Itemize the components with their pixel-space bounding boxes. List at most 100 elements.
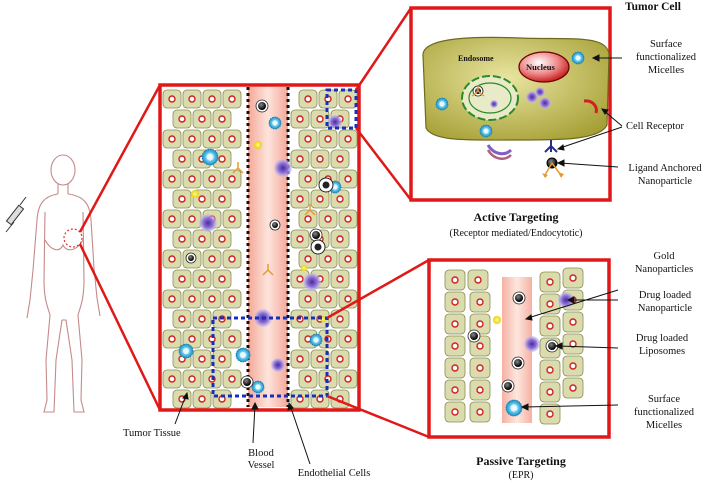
- tissue-cell: [298, 369, 318, 389]
- cell-nucleus: [228, 335, 236, 343]
- cell-nucleus: [228, 175, 236, 183]
- cell-nucleus: [218, 155, 226, 163]
- tissue-cell: [162, 329, 182, 349]
- cell-nucleus: [198, 395, 206, 403]
- zoom-line-top: [78, 84, 162, 233]
- cell-receptor-icon: [544, 140, 558, 153]
- tissue-cell: [172, 109, 192, 129]
- cell-nucleus: [168, 135, 176, 143]
- active-annotation-arrows: [556, 54, 623, 168]
- tissue-cell: [202, 89, 222, 109]
- cell-nucleus: [188, 375, 196, 383]
- tissue-cell: [192, 229, 212, 249]
- tissue-cell: [192, 309, 212, 329]
- cell-nucleus: [178, 235, 186, 243]
- cell-nucleus: [218, 115, 226, 123]
- tissue-cell: [172, 229, 192, 249]
- cell-nucleus: [228, 95, 236, 103]
- tissue-cell: [330, 269, 350, 289]
- cell-nucleus: [451, 364, 459, 372]
- tissue-cell: [310, 149, 330, 169]
- passive-targeting-title: Passive Targeting: [476, 454, 566, 468]
- cell-nucleus: [304, 95, 312, 103]
- tissue-cell: [444, 291, 466, 313]
- cell-nucleus: [316, 355, 324, 363]
- cell-nucleus: [228, 255, 236, 263]
- tissue-cell: [469, 379, 491, 401]
- tissue-cell: [192, 109, 212, 129]
- zoom-line-passive-top: [326, 258, 430, 320]
- tissue-cell: [182, 209, 202, 229]
- tissue-cell: [310, 349, 330, 369]
- tissue-cell: [192, 389, 212, 409]
- cell-nucleus: [336, 235, 344, 243]
- cell-nucleus: [324, 215, 332, 223]
- cell-nucleus: [336, 355, 344, 363]
- liposome-icon: [185, 252, 197, 264]
- tissue-cell: [212, 389, 232, 409]
- liposome-icon: [309, 228, 323, 242]
- drug-nanoparticle-icon: [558, 292, 574, 308]
- cell-nucleus: [198, 195, 206, 203]
- cell-nucleus: [344, 95, 352, 103]
- cell-nucleus: [316, 195, 324, 203]
- tissue-cell: [338, 249, 358, 269]
- tissue-cell: [562, 267, 584, 289]
- cell-nucleus: [218, 195, 226, 203]
- micelle-icon: [268, 116, 282, 130]
- tissue-cell: [467, 269, 489, 291]
- label-tumor-tissue: Tumor Tissue: [123, 428, 181, 439]
- cell-nucleus: [218, 275, 226, 283]
- cell-nucleus: [344, 255, 352, 263]
- drug-nanoparticle-icon: [328, 115, 342, 129]
- tissue-cell: [310, 189, 330, 209]
- micelle-icon: [178, 343, 194, 359]
- active-zoom-box: [325, 88, 358, 130]
- cell-nucleus: [218, 355, 226, 363]
- human-body-outline: [26, 154, 101, 413]
- micelle-icon: [435, 97, 449, 111]
- cell-nucleus: [344, 175, 352, 183]
- drug-nanoparticle-icon: [274, 159, 292, 177]
- cell-nucleus: [218, 235, 226, 243]
- cell-nucleus: [476, 298, 484, 306]
- cell-nucleus: [178, 155, 186, 163]
- cell-nucleus: [569, 274, 577, 282]
- cell-nucleus: [546, 300, 554, 308]
- ligand-icon: [304, 204, 316, 216]
- tissue-cell: [469, 291, 491, 313]
- label-endosome: Endosome: [458, 54, 494, 63]
- cell-nucleus: [344, 295, 352, 303]
- tissue-cell: [444, 379, 466, 401]
- tissue-cell: [298, 89, 318, 109]
- cell-nucleus: [198, 315, 206, 323]
- tissue-cell: [539, 381, 561, 403]
- cell-nucleus: [178, 315, 186, 323]
- cell-nucleus: [546, 366, 554, 374]
- cell-nucleus: [451, 320, 459, 328]
- nucleus: [518, 51, 570, 83]
- cell-nucleus: [198, 115, 206, 123]
- cell-nucleus: [324, 295, 332, 303]
- cell-nucleus: [296, 355, 304, 363]
- tissue-cell: [444, 269, 466, 291]
- cell-nucleus: [188, 135, 196, 143]
- tissue-cell: [290, 149, 310, 169]
- liposome-icon: [511, 356, 525, 370]
- tissue-cell: [338, 209, 358, 229]
- cell-nucleus: [546, 278, 554, 286]
- tissue-cell: [338, 169, 358, 189]
- cell-nucleus: [178, 195, 186, 203]
- label-tumor-cell: Tumor Cell: [625, 1, 681, 13]
- tissue-cell: [222, 329, 242, 349]
- tissue-cell: [182, 129, 202, 149]
- tissue-cell: [162, 169, 182, 189]
- tissue-cell: [562, 311, 584, 333]
- tissue-cell: [202, 329, 222, 349]
- cell-nucleus: [304, 135, 312, 143]
- tissue-cell: [298, 289, 318, 309]
- tissue-cell: [162, 369, 182, 389]
- tissue-cell: [562, 355, 584, 377]
- zoom-line-bottom: [78, 243, 162, 411]
